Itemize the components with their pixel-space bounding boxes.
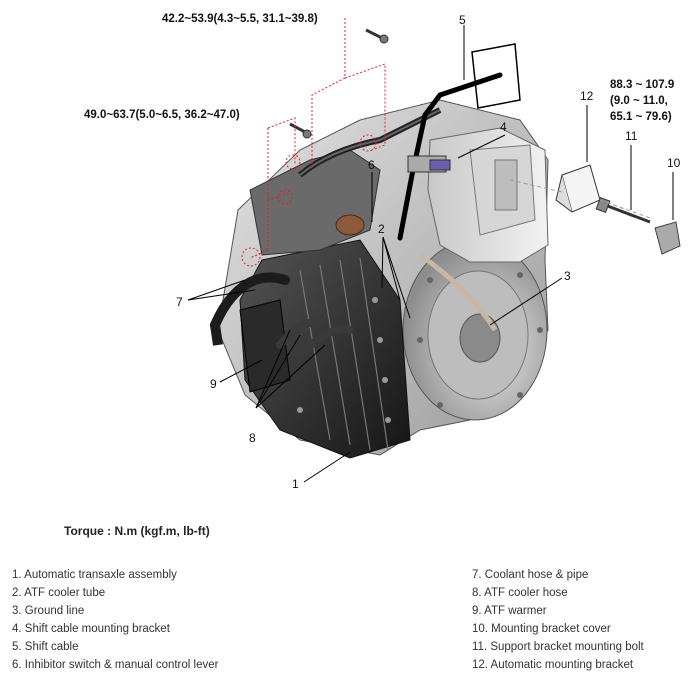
legend-right: 7. Coolant hose & pipe 8. ATF cooler hos…: [472, 566, 644, 674]
ground-line: [418, 252, 498, 332]
legend-item: 7. Coolant hose & pipe: [472, 569, 589, 581]
callout-2: 2: [378, 222, 385, 236]
legend-item: 9. ATF warmer: [472, 605, 547, 617]
callout-8: 8: [249, 431, 256, 445]
legend-item: 1. Automatic transaxle assembly: [12, 569, 177, 581]
torque-label-middle: 49.0~63.7(5.0~6.5, 36.2~47.0): [84, 109, 240, 121]
callout-5: 5: [459, 13, 466, 27]
shift-cable: [397, 72, 503, 241]
torque-label-right-2: (9.0 ~ 11.0,: [610, 95, 668, 107]
callout-4: 4: [500, 120, 507, 134]
top-bolt: [365, 28, 389, 44]
callout-11: 11: [625, 129, 638, 143]
legend-item: 5. Shift cable: [12, 641, 79, 653]
torque-label-right-3: 65.1 ~ 79.6): [610, 111, 672, 123]
shift-cable-bracket: [407, 155, 451, 173]
shift-cable-plate: [471, 43, 521, 109]
legend-item: 8. ATF cooler hose: [472, 587, 568, 599]
transaxle-diagram: 42.2~53.9(4.3~5.5, 31.1~39.8) 49.0~63.7(…: [84, 13, 681, 491]
legend-left: 1. Automatic transaxle assembly 2. ATF c…: [12, 566, 218, 674]
callout-3: 3: [564, 269, 571, 283]
callout-6: 6: [368, 158, 375, 172]
atf-cooler-hose: [276, 317, 324, 349]
torque-label-top: 42.2~53.9(4.3~5.5, 31.1~39.8): [162, 13, 318, 25]
callout-7: 7: [176, 295, 183, 309]
transaxle-assembly: [217, 99, 549, 459]
torque-label-right-1: 88.3 ~ 107.9: [610, 79, 674, 91]
callout-12: 12: [580, 89, 594, 103]
bolt-markers: [241, 134, 377, 267]
callout-1: 1: [292, 477, 299, 491]
legend-item: 6. Inhibitor switch & manual control lev…: [12, 659, 219, 671]
support-bracket-bolt: [595, 197, 651, 224]
torque-units-title: Torque : N.m (kgf.m, lb-ft): [64, 524, 210, 538]
callout-9: 9: [210, 377, 217, 391]
callout-leaders: [187, 25, 674, 483]
legend-item: 10. Mounting bracket cover: [472, 623, 611, 635]
mounting-bracket-cover: [654, 221, 681, 255]
legend-item: 12. Automatic mounting bracket: [472, 659, 634, 671]
callout-10: 10: [667, 156, 681, 170]
coolant-hose: [210, 272, 290, 330]
legend-item: 4. Shift cable mounting bracket: [12, 623, 170, 635]
legend-item: 11. Support bracket mounting bolt: [472, 641, 644, 653]
middle-bolt: [289, 122, 312, 139]
legend-item: 3. Ground line: [12, 605, 85, 617]
legend-item: 2. ATF cooler tube: [12, 587, 106, 599]
